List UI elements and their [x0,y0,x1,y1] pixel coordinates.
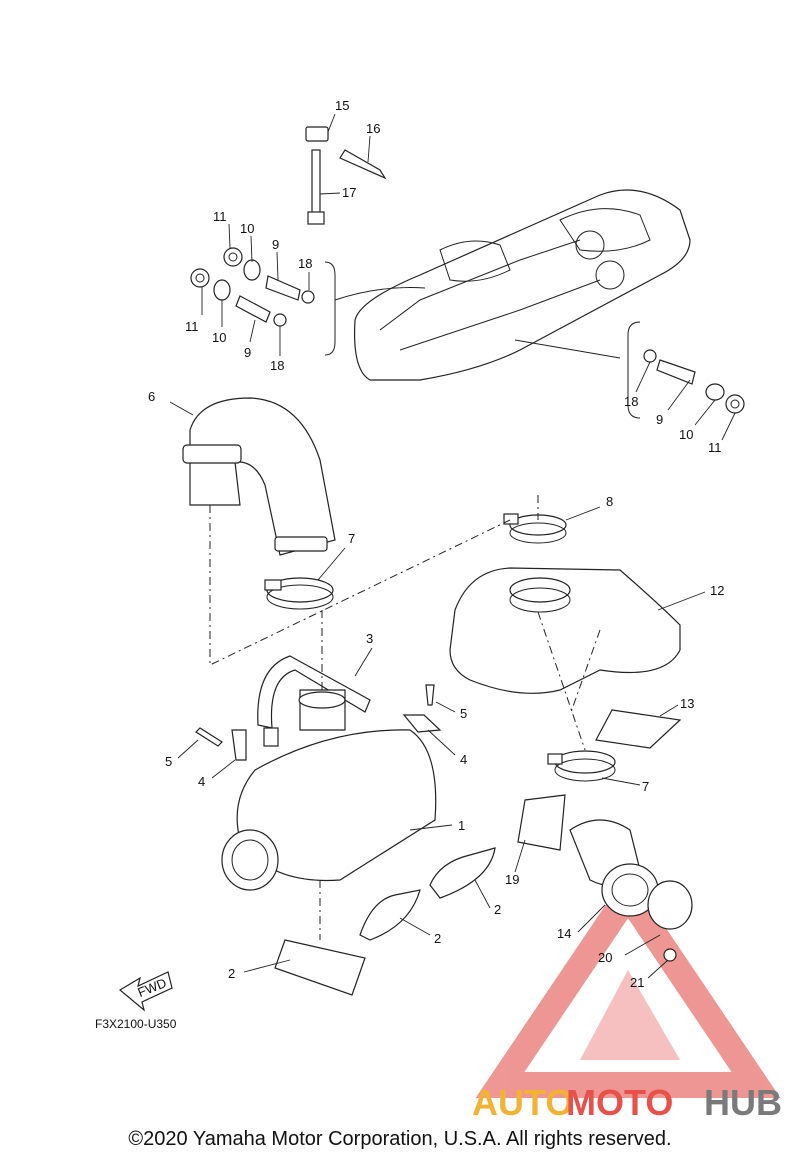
callout-12: 12 [710,583,724,598]
callout-16: 16 [366,121,380,136]
watermark-auto: AUTO [472,1082,573,1123]
watercraft-outline [334,189,691,381]
bolts-and-brackets [177,684,456,779]
diagram-code: F3X2100-U350 [95,1017,177,1031]
callout-2: 2 [494,902,501,917]
watermark-brand: AUTO MOTO HUB [472,1082,782,1123]
callout-7: 7 [642,779,649,794]
callout-2: 2 [434,931,441,946]
strap [257,647,373,747]
air-box [221,689,453,891]
callout-9: 9 [244,345,251,360]
callout-3: 3 [366,631,373,646]
guide-lines [209,495,601,940]
callout-10: 10 [679,427,693,442]
callout-14: 14 [557,926,571,941]
callout-20: 20 [598,950,612,965]
callout-7: 7 [348,531,355,546]
callout-8: 8 [606,494,613,509]
callout-4: 4 [198,774,205,789]
fastener-group-left [190,223,336,356]
watermark-hub: HUB [704,1082,782,1123]
pad [595,704,682,749]
callout-6: 6 [148,389,155,404]
callout-19: 19 [505,872,519,887]
callout-9: 9 [272,237,279,252]
fwd-arrow-icon: FWD [118,971,173,1012]
intake-duct [169,397,336,556]
callout-5: 5 [165,754,172,769]
callout-21: 21 [630,975,644,990]
callout-17: 17 [342,185,356,200]
resonator-tank [449,567,706,694]
copyright-notice: ©2020 Yamaha Motor Corporation, U.S.A. A… [128,1128,672,1150]
callout-9: 9 [656,412,663,427]
covers [243,847,496,996]
callout-10: 10 [240,221,254,236]
lower-connector-group [514,750,693,979]
callout-4: 4 [460,752,467,767]
watermark-logo [475,871,781,1098]
callout-11: 11 [185,319,199,334]
callout-11: 11 [213,209,227,224]
callout-10: 10 [212,330,226,345]
callout-numbers: 15 16 17 11 10 9 18 11 10 9 18 6 18 9 10… [148,98,724,990]
callout-11: 11 [708,440,722,455]
fastener-group-right [627,321,745,441]
callout-15: 15 [335,98,349,113]
callout-13: 13 [680,696,694,711]
callout-18: 18 [298,256,312,271]
hose-clamp-upper [264,547,346,610]
callout-5: 5 [460,706,467,721]
callout-1: 1 [458,818,465,833]
callout-2: 2 [228,966,235,981]
watermark-moto: MOTO [566,1082,673,1123]
hose-clamp-top [503,506,601,544]
callout-18: 18 [624,394,638,409]
callout-18: 18 [270,358,284,373]
cable-tie-group [305,113,387,225]
